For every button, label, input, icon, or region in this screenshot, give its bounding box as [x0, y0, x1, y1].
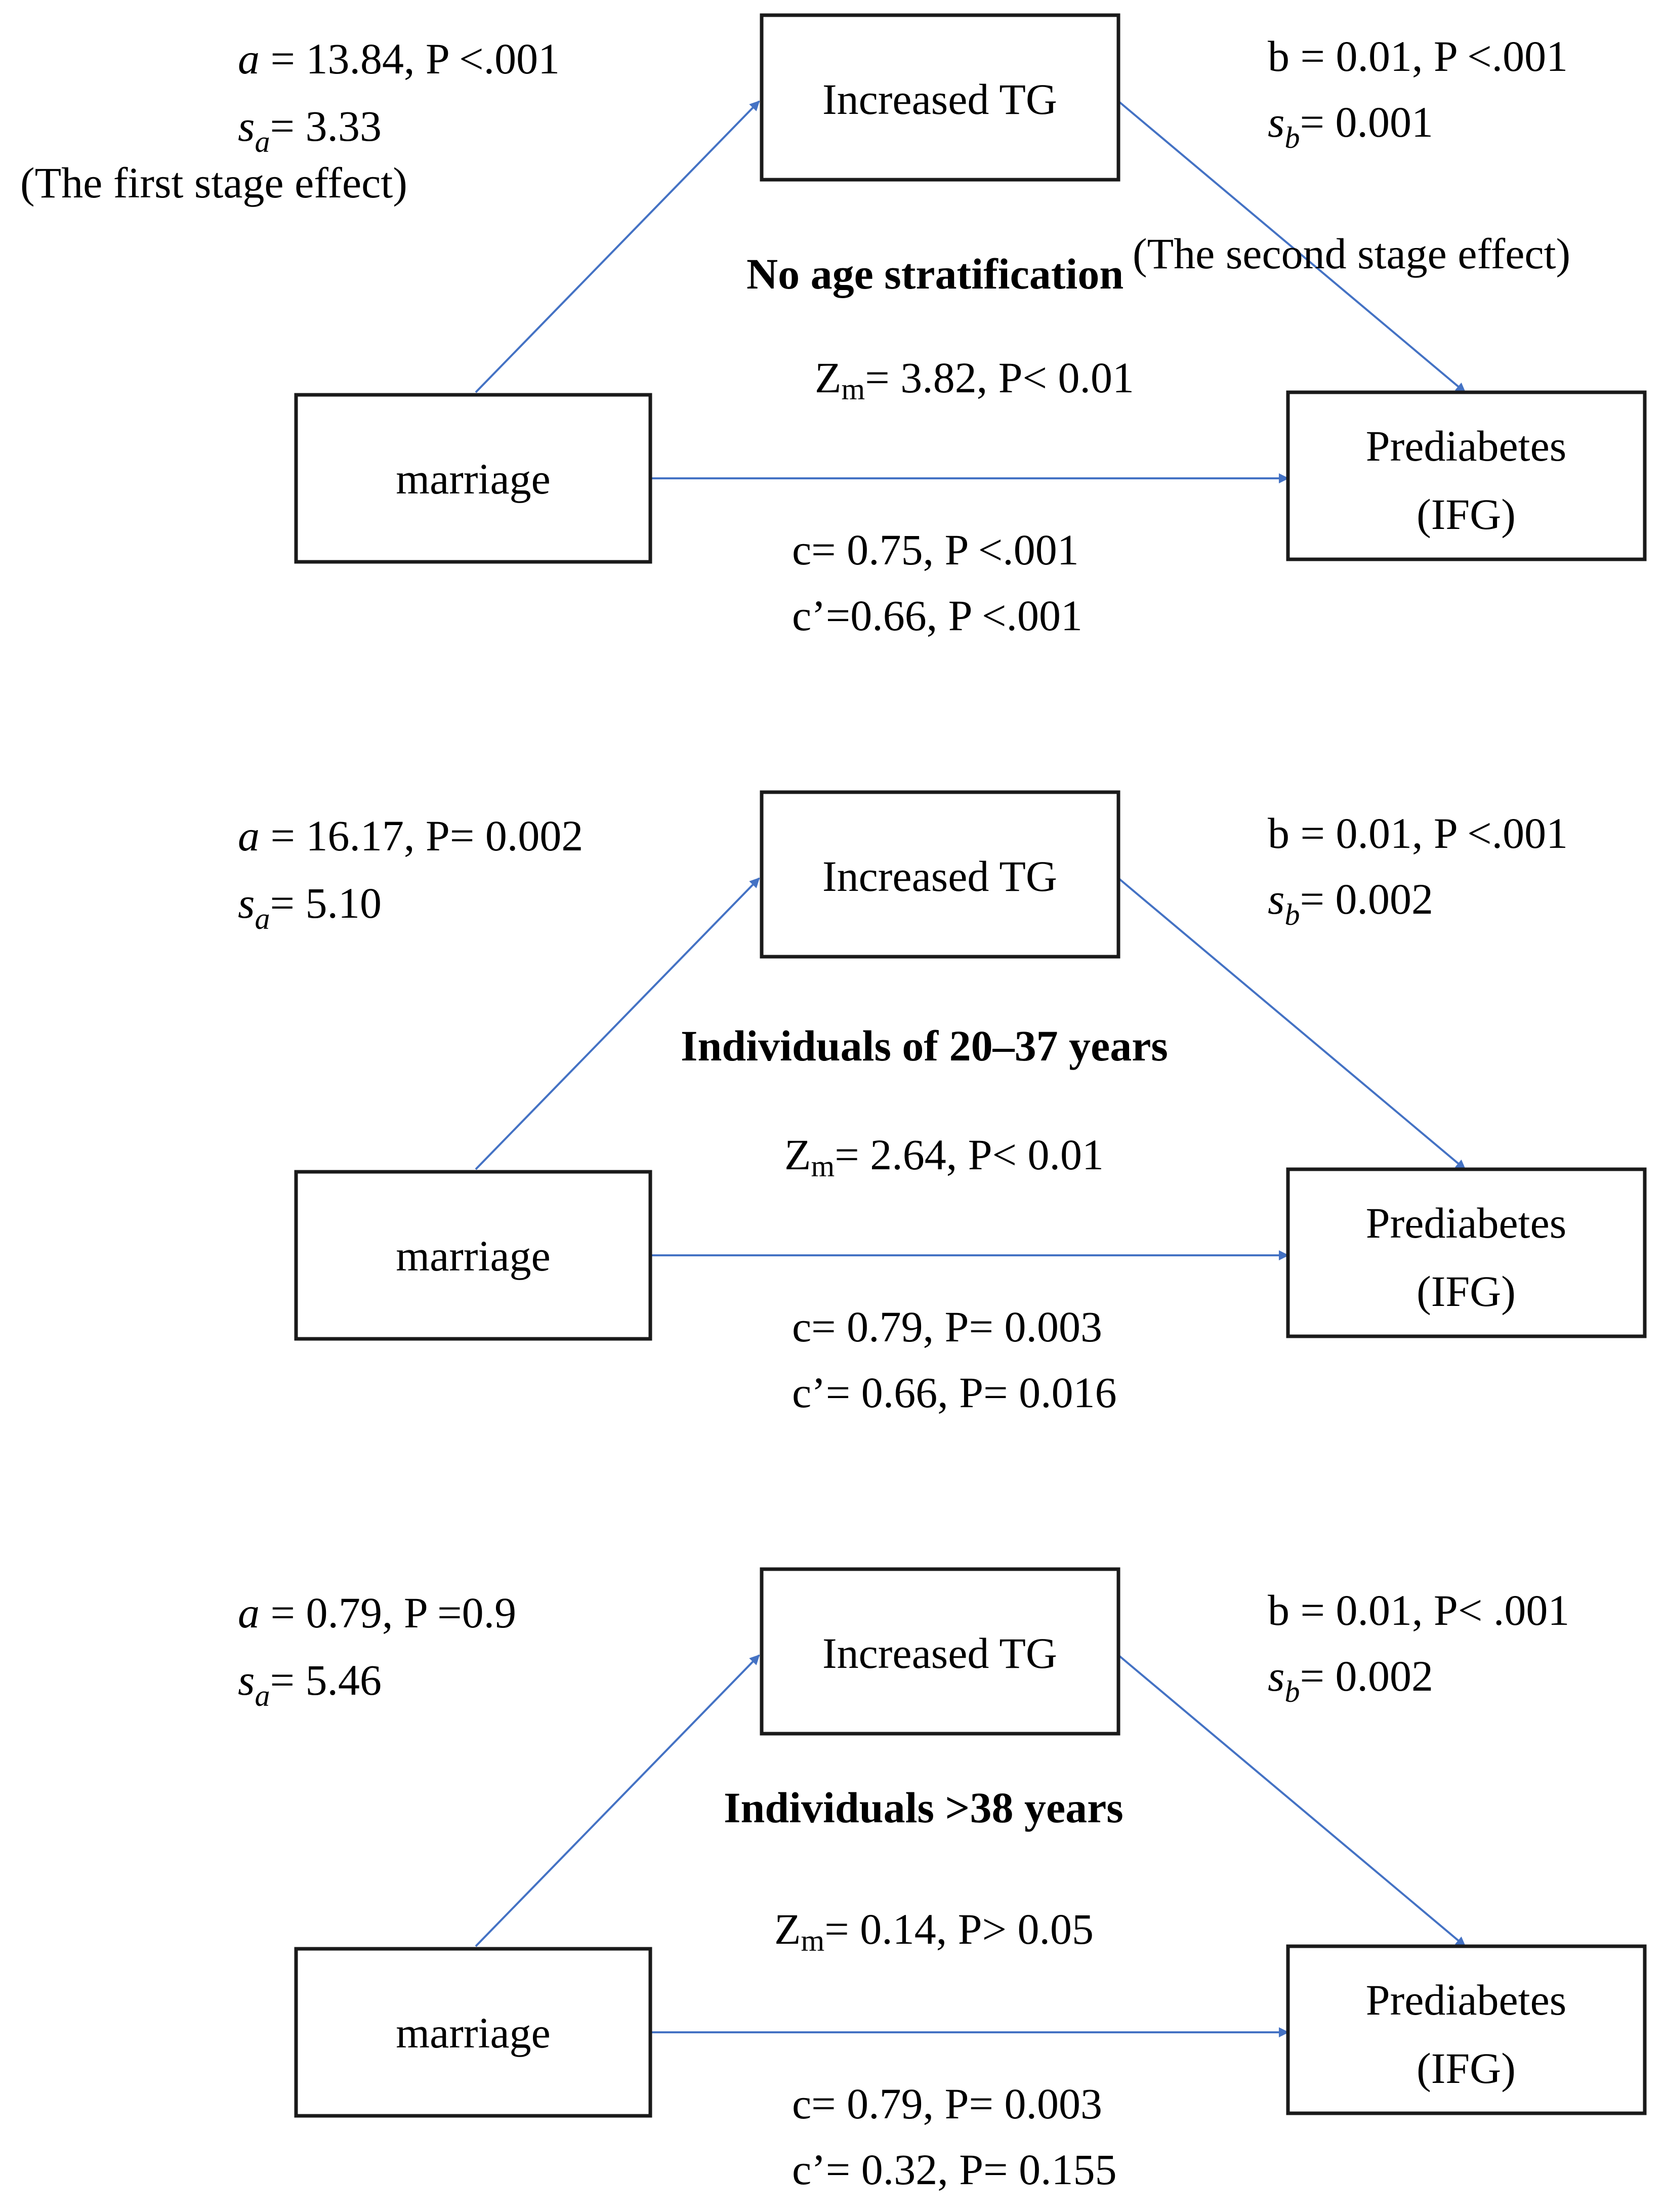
panel-title: No age stratification: [746, 250, 1123, 298]
node-label-line1: Prediabetes: [1366, 1199, 1566, 1247]
edge-b-tg-to-prediabetes: [1117, 1654, 1466, 1947]
node-label-line2: (IFG): [1417, 1267, 1516, 1316]
node-label: Increased TG: [822, 852, 1057, 900]
label-sa: sa= 5.46: [238, 1656, 382, 1712]
label-a: a = 13.84, P <.001: [238, 34, 560, 83]
label-c-prime: c’= 0.66, P= 0.016: [792, 1368, 1117, 1417]
edge-a-marriage-to-tg: [475, 1654, 760, 1947]
label-sb: sb= 0.002: [1268, 875, 1433, 931]
label-b: b = 0.01, P <.001: [1268, 32, 1568, 80]
label-sb: sb= 0.001: [1268, 98, 1433, 154]
label-sb: sb= 0.002: [1268, 1652, 1433, 1708]
panel-title: Individuals >38 years: [724, 1783, 1123, 1832]
edge-a-marriage-to-tg: [475, 100, 760, 393]
node-increased-tg: Increased TG: [760, 1567, 1120, 1736]
label-b: b = 0.01, P< .001: [1268, 1586, 1569, 1634]
node-increased-tg: Increased TG: [760, 13, 1120, 182]
label-zm: Zm= 0.14, P> 0.05: [774, 1905, 1094, 1957]
node-label: marriage: [396, 1232, 551, 1280]
node-prediabetes: Prediabetes (IFG): [1286, 1167, 1647, 1338]
label-first-stage-effect: (The first stage effect): [20, 158, 407, 207]
label-c-prime: c’= 0.32, P= 0.155: [792, 2145, 1117, 2194]
label-a: a = 0.79, P =0.9: [238, 1588, 516, 1637]
label-zm: Zm= 2.64, P< 0.01: [784, 1130, 1104, 1183]
node-marriage: marriage: [294, 1947, 652, 2118]
panel-title: Individuals of 20–37 years: [681, 1021, 1168, 1070]
label-sa: sa= 3.33: [238, 102, 382, 158]
node-label-line1: Prediabetes: [1366, 1976, 1566, 2024]
label-c-prime: c’=0.66, P <.001: [792, 591, 1083, 640]
node-label-line1: Prediabetes: [1366, 422, 1566, 470]
node-increased-tg: Increased TG: [760, 790, 1120, 959]
node-label: marriage: [396, 455, 551, 503]
label-c: c= 0.75, P <.001: [792, 525, 1079, 574]
node-label: Increased TG: [822, 1629, 1057, 1677]
label-zm: Zm= 3.82, P< 0.01: [815, 353, 1134, 406]
label-sa: sa= 5.10: [238, 879, 382, 935]
label-c: c= 0.79, P= 0.003: [792, 1302, 1102, 1351]
node-label-line2: (IFG): [1417, 2044, 1516, 2093]
panel-no-age-stratification: Increased TG marriage Prediabetes (IFG) …: [20, 13, 1647, 640]
edge-b-tg-to-prediabetes: [1117, 877, 1466, 1170]
node-marriage: marriage: [294, 1170, 652, 1341]
panel-20-37-years: Increased TG marriage Prediabetes (IFG) …: [238, 790, 1647, 1417]
node-label: marriage: [396, 2009, 551, 2057]
label-b: b = 0.01, P <.001: [1268, 809, 1568, 857]
node-label-line2: (IFG): [1417, 490, 1516, 539]
edge-a-marriage-to-tg: [475, 877, 760, 1170]
label-a: a = 16.17, P= 0.002: [238, 811, 583, 860]
node-marriage: marriage: [294, 393, 652, 564]
node-prediabetes: Prediabetes (IFG): [1286, 390, 1647, 561]
panel-over-38-years: Increased TG marriage Prediabetes (IFG) …: [238, 1567, 1647, 2194]
node-prediabetes: Prediabetes (IFG): [1286, 1944, 1647, 2115]
label-second-stage-effect: (The second stage effect): [1133, 229, 1570, 278]
label-c: c= 0.79, P= 0.003: [792, 2079, 1102, 2128]
edge-b-tg-to-prediabetes: [1117, 100, 1466, 393]
node-label: Increased TG: [822, 75, 1057, 124]
